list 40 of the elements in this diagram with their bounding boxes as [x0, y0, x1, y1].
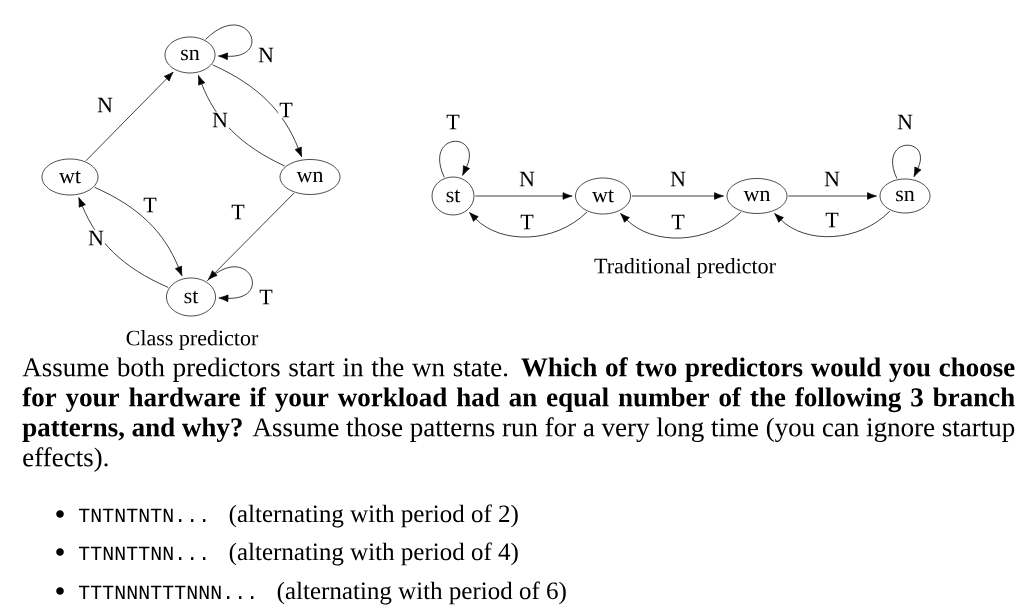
list-item-text: (alternating with period of 4)	[229, 542, 518, 566]
arrow	[208, 192, 295, 280]
arrow	[631, 192, 724, 200]
edge-label: T	[445, 113, 461, 131]
edge-label: N	[96, 96, 114, 114]
arrow	[85, 71, 174, 162]
edge-label: N	[669, 170, 687, 188]
list-item-text: (alternating with period of 6)	[277, 581, 566, 605]
arrow	[892, 144, 922, 179]
edge-label: T	[670, 213, 686, 231]
pattern-code: TTTNNNTTTNNN...	[78, 585, 254, 599]
edge-label: N	[87, 229, 105, 247]
arrow	[788, 192, 877, 200]
arrow	[620, 211, 742, 239]
arrow	[774, 210, 891, 237]
arrow	[205, 24, 253, 61]
edge-label: T	[824, 211, 840, 229]
pattern-code: TNTNTNTN...	[78, 508, 206, 522]
arrow	[469, 211, 588, 238]
edge-label: T	[278, 101, 294, 119]
arrow	[78, 197, 169, 288]
edge-label: N	[518, 170, 536, 188]
caption: Traditional predictor	[594, 258, 776, 278]
arrow	[206, 266, 253, 302]
edge-label: N	[823, 170, 841, 188]
arrow	[439, 141, 470, 178]
list-item-text: (alternating with period of 2)	[229, 504, 518, 528]
arrow	[94, 187, 183, 277]
edge-label: N	[211, 111, 229, 129]
edge-label: N	[896, 113, 914, 131]
edge-label: T	[142, 196, 158, 214]
edge-label: T	[258, 288, 274, 306]
edge-label: T	[230, 203, 246, 221]
arrow	[475, 192, 573, 200]
pattern-code: TTNNTTNN...	[78, 546, 206, 560]
edge-label: T	[519, 213, 535, 231]
edge-label: N	[257, 46, 275, 64]
arrow	[212, 64, 303, 158]
arrow	[198, 75, 286, 167]
paragraph: Assume both predictors start in the wn state. Which of two predictors would you choose for your hardware if your workload had an equal number of the following 3 branch patterns, and why? Assume those patterns run for a very long time (you can ignore startup effects).	[22, 357, 1015, 472]
